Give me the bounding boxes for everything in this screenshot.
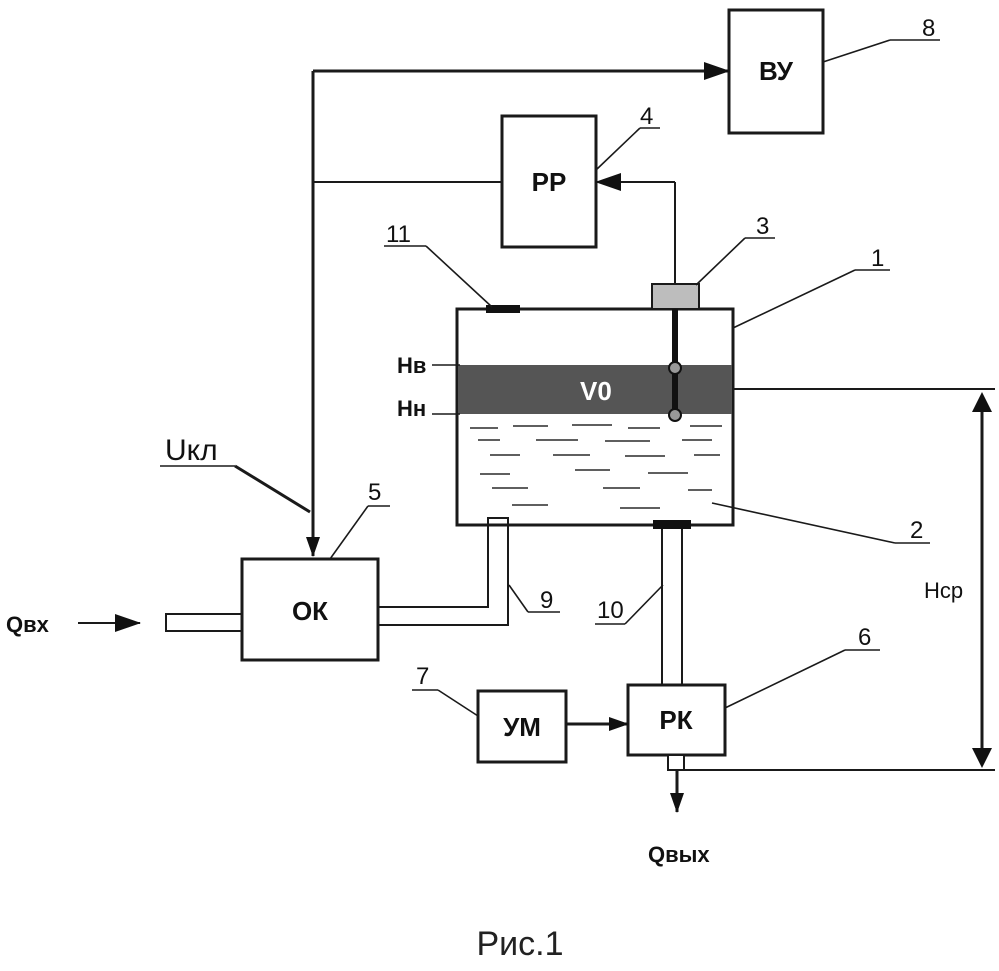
label-2: 2 <box>910 517 923 544</box>
label-9: 9 <box>540 587 553 614</box>
leader-7 <box>438 690 478 716</box>
label-q-in: Qвх <box>6 612 50 637</box>
tank: V0 <box>457 305 733 529</box>
block-vu: ВУ <box>729 10 823 133</box>
label-6: 6 <box>858 624 871 651</box>
block-rr-label: РР <box>532 167 567 197</box>
label-7: 7 <box>416 663 429 690</box>
leader-10 <box>625 585 663 624</box>
hsr-arrow-bottom <box>972 748 992 768</box>
inlet-pipe <box>166 614 242 631</box>
tank-outlet-fitting <box>653 520 691 529</box>
pipe-10 <box>662 529 682 685</box>
block-um: УМ <box>478 691 566 762</box>
label-3: 3 <box>756 213 769 240</box>
block-rr: РР <box>502 116 596 247</box>
label-u-kl: Uкл <box>165 434 218 467</box>
label-4: 4 <box>640 103 653 130</box>
leader-6 <box>725 650 845 708</box>
label-5: 5 <box>368 479 381 506</box>
leader-9 <box>509 585 528 612</box>
block-rk: РК <box>628 685 725 755</box>
leader-4 <box>596 128 640 170</box>
leader-5 <box>330 506 368 559</box>
u-kl-leader <box>235 466 310 512</box>
label-q-out: Qвых <box>648 842 710 867</box>
label-11: 11 <box>386 221 411 248</box>
label-level-high: Нв <box>397 353 426 378</box>
block-vu-label: ВУ <box>759 56 794 86</box>
pipe-9 <box>378 518 508 625</box>
leader-3 <box>696 238 745 285</box>
block-um-label: УМ <box>503 712 541 742</box>
label-10: 10 <box>597 597 624 624</box>
leader-2 <box>712 503 895 543</box>
leader-11 <box>426 246 492 307</box>
block-ok: ОК <box>242 559 378 660</box>
outlet-stub <box>668 755 684 770</box>
label-level-low: Нн <box>397 396 426 421</box>
label-1: 1 <box>871 245 884 272</box>
hsr-arrow-top <box>972 392 992 412</box>
block-ok-label: ОК <box>292 596 328 626</box>
label-8: 8 <box>922 15 935 42</box>
block-rk-label: РК <box>659 705 692 735</box>
label-h-sr: Нср <box>924 578 963 603</box>
leader-1 <box>733 270 855 328</box>
figure-caption: Рис.1 <box>476 925 563 963</box>
leader-8 <box>823 40 890 62</box>
tank-v0-label: V0 <box>580 376 612 406</box>
